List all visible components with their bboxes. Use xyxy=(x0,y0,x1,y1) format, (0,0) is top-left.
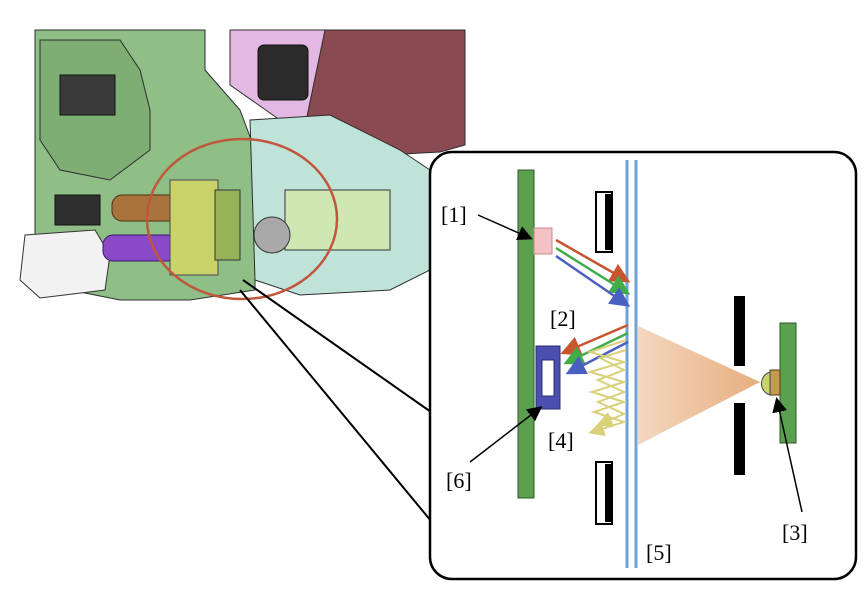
ray-red-in xyxy=(555,238,631,283)
leader-6 xyxy=(469,406,543,463)
ray-blue-out xyxy=(565,340,629,375)
shutter-top-fill xyxy=(605,194,611,250)
callout-1: [1] xyxy=(441,202,467,227)
ray-blue-in xyxy=(555,254,631,307)
connector-block xyxy=(59,74,116,116)
white-part xyxy=(19,229,111,299)
leader-1 xyxy=(477,214,533,241)
sensor-window xyxy=(541,359,555,397)
roller-motor xyxy=(257,44,309,101)
left-board xyxy=(517,169,535,499)
callout-3: [3] xyxy=(782,520,808,545)
sensor-part-face xyxy=(214,189,241,261)
callout-6: [6] xyxy=(446,468,472,493)
sensor-part xyxy=(169,179,219,276)
shutter-bottom-fill xyxy=(605,464,611,522)
ray-green-in xyxy=(555,246,631,295)
slit-bottom xyxy=(734,403,745,475)
fitting-hub xyxy=(253,216,291,254)
mechanism-render xyxy=(19,29,466,301)
slit-top xyxy=(734,296,745,366)
detail-inset: [1] [2] [3] [4] [5] [6] xyxy=(428,150,858,581)
callout-2: [2] xyxy=(550,306,576,331)
right-led-dome xyxy=(761,371,771,396)
light-cone xyxy=(638,326,760,445)
scatter-ray-2 xyxy=(595,349,627,427)
zoom-line-top xyxy=(242,279,432,413)
highlight-circle xyxy=(145,137,339,301)
leader-3 xyxy=(772,397,803,513)
callout-5: [5] xyxy=(646,540,672,565)
right-led-base xyxy=(769,369,781,396)
zoom-line-bottom xyxy=(239,289,437,528)
connector-block-2 xyxy=(54,194,101,226)
callout-4: [4] xyxy=(548,428,574,453)
led-emitter xyxy=(533,227,553,255)
